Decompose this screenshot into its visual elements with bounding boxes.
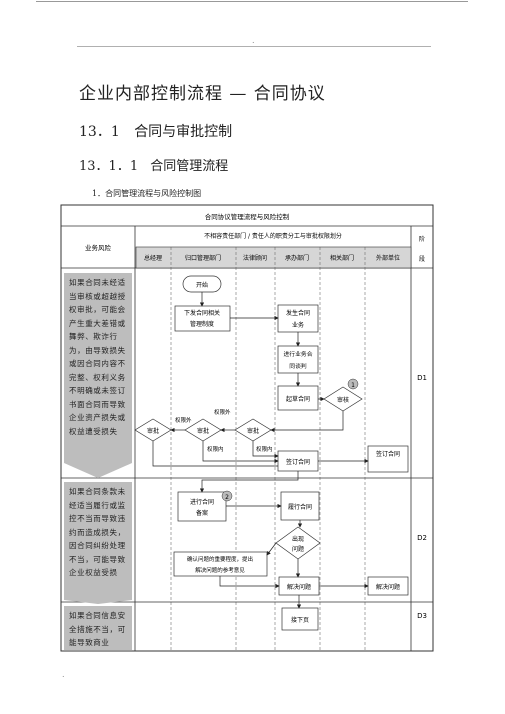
dept-legal: 法律顾问 xyxy=(243,254,267,262)
svg-text:审批: 审批 xyxy=(147,427,159,435)
dept-gm: 总经理 xyxy=(144,254,162,262)
draft-node xyxy=(277,385,319,411)
stage-d1: D1 xyxy=(417,374,427,382)
svg-text:业务: 业务 xyxy=(292,321,304,329)
svg-text:进行业务合: 进行业务合 xyxy=(284,350,313,358)
perform-node xyxy=(280,491,320,521)
subsection-heading: 13．1．1 合同管理流程 xyxy=(79,155,228,174)
svg-text:管理制度: 管理制度 xyxy=(190,320,214,328)
svg-text:下发合同相关: 下发合同相关 xyxy=(184,309,220,317)
svg-text:权限外: 权限外 xyxy=(214,408,231,416)
svg-text:审批: 审批 xyxy=(247,427,259,435)
stage-d3: D3 xyxy=(417,612,427,620)
dept-handling: 承办部门 xyxy=(285,254,309,262)
svg-text:1: 1 xyxy=(351,382,355,389)
svg-text:签订合同: 签订合同 xyxy=(286,458,310,466)
marker-2 xyxy=(221,490,233,502)
svg-text:权限外: 权限外 xyxy=(175,416,192,424)
sign-external-node xyxy=(367,445,409,473)
svg-text:备案: 备案 xyxy=(196,509,208,517)
svg-text:签订合同: 签订合同 xyxy=(376,450,400,458)
section-title: 合同与审批控制 xyxy=(134,124,233,140)
subsection-number: 13．1．1 xyxy=(79,159,139,174)
top-rule xyxy=(36,1,468,2)
subsection-title: 合同管理流程 xyxy=(150,159,229,174)
svg-text:解决问题的参考意见: 解决问题的参考意见 xyxy=(195,566,245,574)
svg-text:解决问题: 解决问题 xyxy=(376,583,400,591)
table-frame xyxy=(60,204,434,652)
dept-central: 归口管理部门 xyxy=(185,254,221,262)
dept-related: 相关部门 xyxy=(330,254,354,262)
risk-block-3: 如果合同信息安全措施不当，可能导致商业 xyxy=(64,606,132,650)
svg-text:开始: 开始 xyxy=(196,281,208,289)
negotiate-node xyxy=(277,345,319,374)
svg-text:出现: 出现 xyxy=(292,535,304,543)
risk-block-1: 如果合同未经适当审核或超越授权审批，可能会产生重大差错或舞弊、欺诈行为，由导致损… xyxy=(64,273,132,463)
svg-text:履行合同: 履行合同 xyxy=(288,503,312,511)
risk-header: 业务风险 xyxy=(85,243,112,252)
marker-1 xyxy=(347,378,359,390)
svg-text:发生合同: 发生合同 xyxy=(286,309,310,317)
suggest-node xyxy=(173,551,268,577)
svg-text:审核: 审核 xyxy=(337,396,349,404)
svg-text:确认问题的重要程度，提出: 确认问题的重要程度，提出 xyxy=(187,555,253,563)
dept-external: 外部单位 xyxy=(376,254,400,262)
header-dot: . xyxy=(252,36,255,45)
svg-text:问题: 问题 xyxy=(292,545,304,553)
svg-text:同谈判: 同谈判 xyxy=(289,362,307,370)
problem-diamond xyxy=(275,526,321,560)
stage-header-2: 段 xyxy=(419,255,425,263)
footer-dot: . xyxy=(62,670,65,679)
contract-occurs-node xyxy=(277,304,319,333)
svg-text:审批: 审批 xyxy=(197,427,209,435)
svg-text:2: 2 xyxy=(225,494,229,501)
track-node xyxy=(177,491,227,522)
header-rule xyxy=(77,46,431,47)
page-title: 企业内部控制流程 — 合同协议 xyxy=(79,84,326,104)
stage-header-1: 阶 xyxy=(419,235,425,243)
svg-text:解决问题: 解决问题 xyxy=(287,583,311,591)
figure-caption: 1．合同管理流程与风险控制图 xyxy=(92,189,202,198)
svg-text:起草合同: 起草合同 xyxy=(286,395,310,403)
svg-text:权限内: 权限内 xyxy=(256,445,273,453)
dept-group-header: 不相容责任部门 / 责任人的职责分工与审批权限划分 xyxy=(204,232,342,240)
svg-text:权限内: 权限内 xyxy=(207,445,224,453)
stage-d2: D2 xyxy=(417,534,427,542)
svg-text:接下页: 接下页 xyxy=(291,616,309,624)
section-number: 13．1 xyxy=(79,124,120,140)
section-heading: 13．1 合同与审批控制 xyxy=(79,121,232,141)
svg-text:进行合同: 进行合同 xyxy=(190,498,214,506)
risk-block-2: 如果合同条款未经适当履行或监控不当而导致违约而造成损失，因合同纠纷处理不当，可能… xyxy=(64,482,132,600)
issue-policy-node xyxy=(174,305,231,332)
table-title: 合同协议管理流程与风险控制 xyxy=(205,212,290,221)
